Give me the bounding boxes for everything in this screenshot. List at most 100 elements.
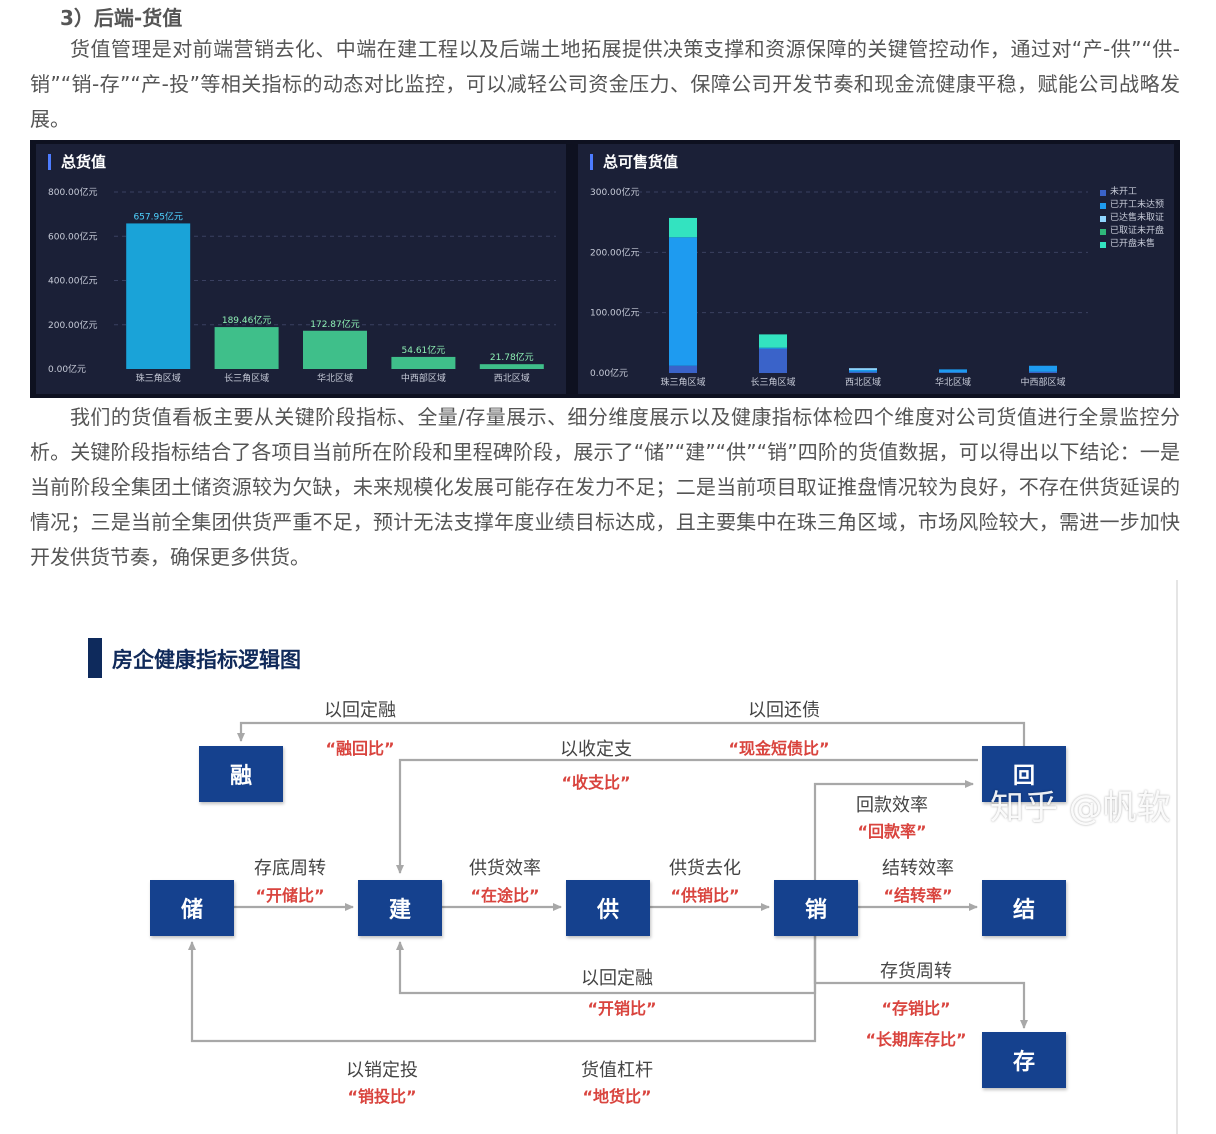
stacked-bar-segment [759, 347, 787, 349]
metric-huikuanlv: “回款率” [857, 822, 927, 841]
y-tick-label: 300.00亿元 [590, 186, 640, 198]
category-label: 西北区域 [845, 376, 881, 388]
bar-data-label: 657.95亿元 [133, 210, 183, 222]
y-tick-label: 200.00亿元 [590, 246, 640, 258]
label-yihui-dingrong-mid: 以回定融 [581, 968, 653, 989]
category-label: 珠三角区域 [660, 376, 705, 388]
sellable-value-panel: 总可售货值 0.00亿元 100.00亿元 200.00亿元 300.00亿元珠三角区… [578, 144, 1174, 394]
bar-data-label: 172.87亿元 [310, 318, 360, 330]
stacked-bar-segment [669, 217, 697, 238]
metric-dihuobi: “地货比” [582, 1087, 652, 1106]
legend-label: 已开工未达预 [1109, 200, 1164, 210]
diagram-title: 房企健康指标逻辑图 [112, 648, 301, 672]
category-label: 中西部区域 [401, 372, 446, 384]
metric-xianjin-duanzhaibi: “现金短债比” [728, 739, 830, 758]
metric-ronghuibi: “融回比” [325, 739, 395, 758]
stacked-bar-segment [849, 369, 877, 372]
legend-item: 已达售未取证 [1099, 212, 1164, 225]
y-tick-label: 0.00亿元 [48, 363, 86, 375]
node-gong: 供 [566, 880, 650, 936]
stacked-bar-segment [669, 237, 697, 366]
label-yixiao-dingtou: 以销定投 [346, 1060, 418, 1081]
arrow-xiao-to-chu [188, 936, 817, 1043]
y-tick-label: 400.00亿元 [48, 275, 98, 287]
category-label: 西北区域 [494, 372, 530, 384]
total-value-title: 总货值 [48, 154, 106, 170]
label-huikuan-xiaolv: 回款效率 [856, 795, 928, 816]
legend-item: 已开盘未售 [1099, 238, 1164, 251]
total-value-chart: 0.00亿元 200.00亿元 400.00亿元 600.00亿元 800.00亿元 65… [48, 186, 556, 384]
metric-zaitubi: “在途比” [470, 886, 540, 905]
watermark: 知乎 @帆软 [990, 788, 1171, 828]
metric-kaichubi: “开储比” [255, 886, 325, 905]
diagram-arrows [188, 721, 1028, 1043]
label-cunhuo-zhouzhuan: 存货周转 [880, 961, 952, 982]
legend-label: 已取证未开盘 [1109, 226, 1164, 236]
legend-swatch [1099, 189, 1106, 196]
legend-label: 未开工 [1109, 187, 1137, 197]
y-tick-label: 600.00亿元 [48, 230, 98, 242]
bar [391, 356, 456, 369]
label-cundi-zhouzhuan: 存底周转 [254, 858, 326, 879]
node-rong: 融 [199, 746, 283, 802]
stacked-bar-segment [849, 371, 877, 373]
metric-gongxiaobi: “供销比” [670, 886, 740, 905]
legend-swatch [1099, 215, 1106, 222]
node-cun: 存 [982, 1032, 1066, 1088]
metric-changqi-kucunbi: “长期库存比” [865, 1030, 967, 1049]
legend-item: 未开工 [1099, 186, 1164, 199]
metric-kaixiaobi: “开销比” [587, 999, 657, 1018]
stacked-bar-segment [759, 348, 787, 373]
title-accent-bar [88, 638, 102, 678]
bar-data-label: 21.78亿元 [490, 351, 534, 363]
label-huozhi-ganggan: 货值杠杆 [581, 1060, 653, 1081]
node-xiao: 销 [774, 880, 858, 936]
label-yihui-huanzhai: 以回还债 [748, 700, 820, 721]
y-tick-label: 100.00亿元 [590, 307, 640, 319]
category-label: 长三角区域 [750, 376, 795, 388]
analysis-paragraph: 我们的货值看板主要从关键阶段指标、全量/存量展示、细分维度展示以及健康指标体检四… [30, 405, 1180, 569]
legend-swatch [1099, 228, 1106, 235]
arrow-xiao-to-hui [813, 780, 974, 880]
bar-data-label: 54.61亿元 [402, 344, 446, 356]
stacked-bar-segment [759, 334, 787, 348]
node-chu: 储 [150, 880, 234, 936]
bar [303, 330, 367, 369]
stacked-bar-segment [939, 369, 967, 373]
bar-data-label: 189.46亿元 [222, 314, 272, 326]
stacked-bar-segment [1029, 371, 1057, 373]
category-label: 华北区域 [935, 376, 971, 388]
node-hui: 回 [982, 746, 1066, 802]
y-tick-label: 200.00亿元 [48, 319, 98, 331]
legend-swatch [1099, 241, 1106, 248]
section-heading: 3）后端-货值 [60, 6, 183, 30]
metric-xiaotoubi: “销投比” [347, 1087, 417, 1106]
node-jian: 建 [358, 880, 442, 936]
legend-label: 已达售未取证 [1109, 213, 1164, 223]
arrow-hui-to-rong [237, 721, 1026, 746]
y-tick-label: 0.00亿元 [590, 367, 628, 379]
node-jie: 结 [982, 880, 1066, 936]
value-dashboard: 总货值 0.00亿元 200.00亿元 400.00亿元 600.00亿元 800.00… [30, 140, 1180, 398]
label-yihui-dingrong-top: 以回定融 [324, 700, 396, 721]
category-label: 中西部区域 [1020, 376, 1065, 388]
legend-swatch [1099, 202, 1106, 209]
stacked-bar-segment [1029, 365, 1057, 372]
sellable-value-title: 总可售货值 [590, 154, 678, 170]
arrow-hui-to-jian [396, 758, 978, 874]
metric-cunxiaobi: “存销比” [881, 999, 951, 1018]
bar [126, 223, 191, 369]
divider [1176, 580, 1178, 1134]
category-label: 长三角区域 [224, 372, 269, 384]
stacked-bar-segment [939, 372, 967, 373]
legend-item: 已取证未开盘 [1099, 225, 1164, 238]
legend-item: 已开工未达预 [1099, 199, 1164, 212]
y-tick-label: 800.00亿元 [48, 186, 98, 198]
category-label: 华北区域 [317, 372, 353, 384]
metric-shouzhibi: “收支比” [561, 773, 631, 792]
health-logic-diagram: 房企健康指标逻辑图 融 回 储 建 供 销 结 存 以回定融 “融回比” 以回还… [0, 580, 1216, 1134]
sellable-value-legend: 未开工已开工未达预已达售未取证已取证未开盘已开盘未售 [1099, 186, 1164, 251]
label-jiezhuan-xiaolv: 结转效率 [882, 858, 954, 879]
label-gonghuo-quhua: 供货去化 [669, 858, 741, 879]
label-yishou-dingzhi: 以收定支 [560, 739, 632, 760]
